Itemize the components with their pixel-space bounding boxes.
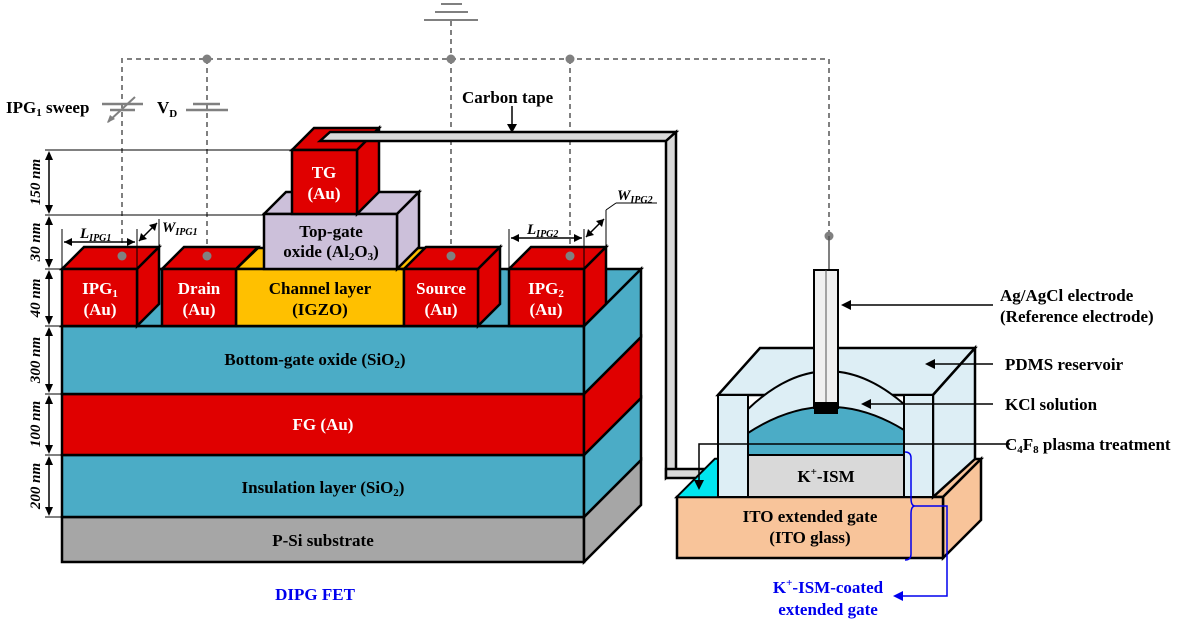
arrow-icon — [507, 124, 517, 133]
dimension-lines — [45, 149, 657, 518]
top-gate-electrode — [290, 148, 359, 216]
source-label: Source — [416, 279, 466, 298]
ipg2-label: IPG2 — [528, 279, 564, 300]
reference-electrode-label: Ag/AgCl electrode — [1000, 286, 1134, 305]
tg-thickness-label: 150 nm — [28, 159, 44, 205]
ism-label: K+-ISM — [797, 466, 854, 486]
junction-dot — [202, 54, 212, 64]
channel-material-label: (IGZO) — [292, 300, 348, 319]
top-oxide-thickness-label: 30 nm — [28, 223, 44, 263]
kcl-label: KCl solution — [1005, 395, 1098, 414]
source-electrode — [402, 267, 480, 328]
top-oxide-label: Top-gate — [299, 222, 363, 241]
vd-label: VD — [157, 98, 177, 120]
extended-gate-sensor — [673, 269, 1010, 601]
ipg1-label: IPG1 — [82, 279, 118, 300]
drain-material-label: (Au) — [182, 300, 215, 319]
fg-label: FG (Au) — [293, 415, 354, 434]
circuit-wires — [102, 3, 834, 306]
carbon-tape-label: Carbon tape — [462, 88, 554, 107]
c4f8-label: C4F8 plasma treatment — [1005, 435, 1171, 456]
ito-label: ITO extended gate — [743, 507, 878, 526]
electrode-thickness-label: 40 nm — [28, 279, 44, 319]
ito-sublabel: (ITO glass) — [769, 528, 850, 547]
tg-label: TG — [312, 163, 337, 182]
l-ipg2-label: LIPG2 — [526, 222, 558, 240]
ground-icon — [424, 3, 478, 21]
reference-electrode-sublabel: (Reference electrode) — [1000, 307, 1154, 326]
pdms-label: PDMS reservoir — [1005, 355, 1124, 374]
ipg1-sweep-label: IPG1 sweep — [6, 98, 89, 119]
fg-thickness-label: 100 nm — [28, 401, 44, 447]
device-stack — [58, 124, 645, 566]
coated-gate-sublabel: extended gate — [778, 600, 878, 619]
tg-material-label: (Au) — [307, 184, 340, 203]
voltage-source-icon — [186, 102, 228, 112]
substrate-label: P-Si substrate — [272, 531, 374, 550]
junction-dot — [446, 54, 456, 64]
drain-electrode — [160, 267, 238, 328]
top-oxide-material-label: oxide (Al2O3) — [283, 242, 379, 263]
w-ipg2-label: WIPG2 — [617, 188, 653, 206]
channel-label: Channel layer — [269, 279, 372, 298]
bottom-oxide-label: Bottom-gate oxide (SiO2) — [224, 350, 405, 371]
coated-gate-label: K+-ISM-coated — [773, 577, 884, 597]
device-caption: DIPG FET — [275, 585, 355, 604]
junction-dot — [565, 54, 575, 64]
ipg1-material-label: (Au) — [83, 300, 116, 319]
source-material-label: (Au) — [424, 300, 457, 319]
drain-label: Drain — [178, 279, 221, 298]
ipg2-material-label: (Au) — [529, 300, 562, 319]
insulation-label: Insulation layer (SiO2) — [242, 478, 405, 499]
carbon-tape — [316, 129, 716, 481]
ipg1-electrode — [60, 267, 139, 328]
ipg2-electrode — [507, 267, 586, 328]
l-ipg1-label: LIPG1 — [79, 226, 111, 244]
variable-voltage-source-icon — [102, 96, 143, 123]
w-ipg1-label: WIPG1 — [162, 220, 198, 238]
bottom-oxide-thickness-label: 300 nm — [28, 337, 44, 384]
insulation-thickness-label: 200 nm — [28, 463, 44, 510]
